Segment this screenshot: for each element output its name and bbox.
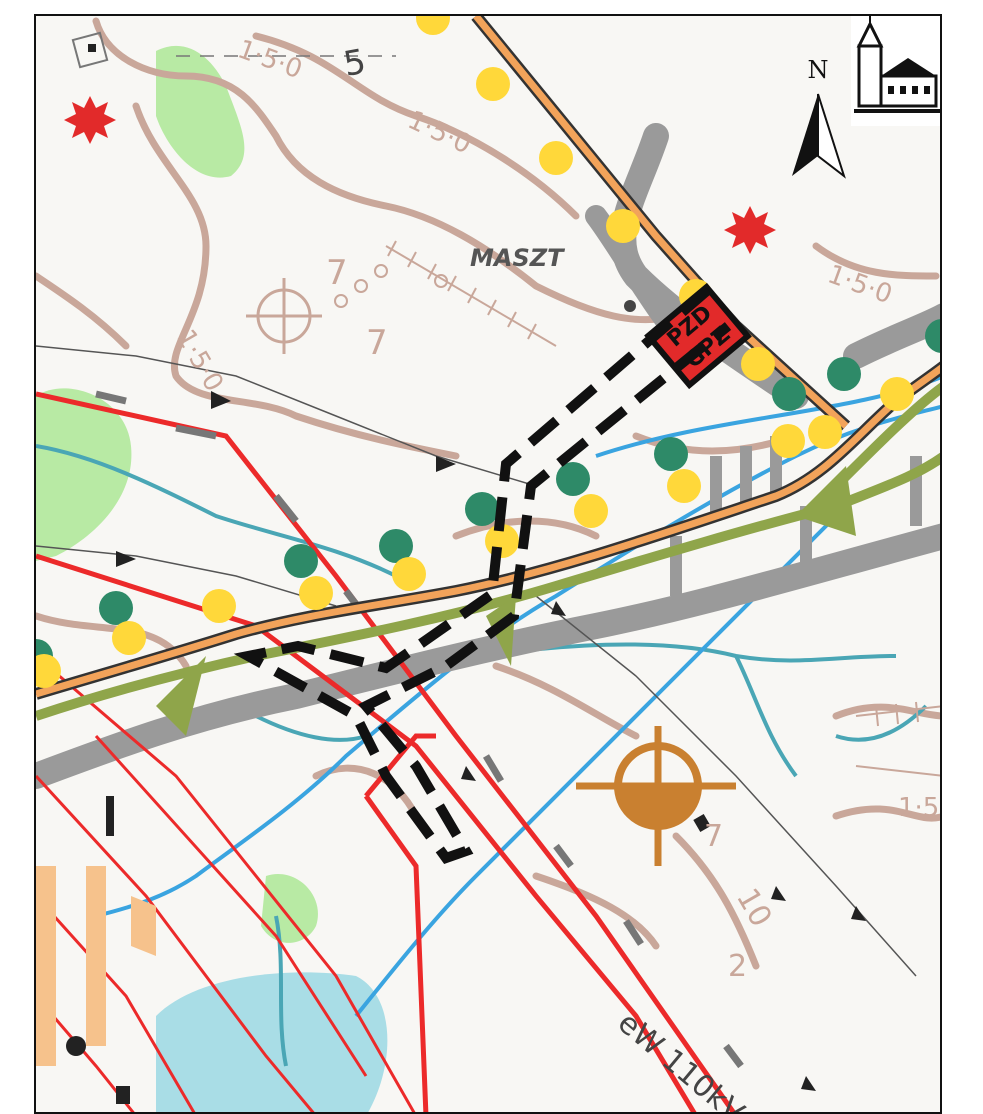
power-line-markers [95,390,744,1069]
building-symbol [71,31,109,69]
survey-point-symbol [246,278,322,354]
highlight-star-icon [64,96,116,144]
small-black-marker [693,813,711,833]
green-area [261,874,318,943]
small-circles [334,264,448,308]
point-symbols [66,796,130,1104]
mast-label: MASZT [470,244,565,272]
green-area [36,388,132,561]
elevation-label: 7 [704,819,723,854]
north-label: N [808,56,829,84]
project-route [233,286,732,864]
elevation-label: 7 [326,253,348,293]
contour-label: 1·5 [898,793,939,823]
elevation-label: 7 [366,323,388,363]
mast-point [624,300,636,312]
elevation-label: 2 [728,949,747,984]
tree-dots-green [36,319,940,673]
map-canvas: PZD GPZ MASZT 5 7 7 7 2 10 1·5·0 1·5·0 1… [36,16,940,1112]
church-icon [851,16,940,126]
north-arrow-icon-half [817,93,846,179]
north-arrow-icon [792,94,818,176]
green-path [36,382,940,736]
flow-arrows [116,391,866,1091]
flow-lines [36,345,917,977]
orange-hatch-area [36,866,156,1066]
highlight-star-icon [724,206,776,254]
map-frame: PZD GPZ MASZT 5 7 7 7 2 10 1·5·0 1·5·0 1… [34,14,942,1114]
building-symbol-dot [88,44,96,52]
lake [156,972,388,1112]
track-line [385,240,940,777]
geodetic-point-symbol [576,726,736,866]
